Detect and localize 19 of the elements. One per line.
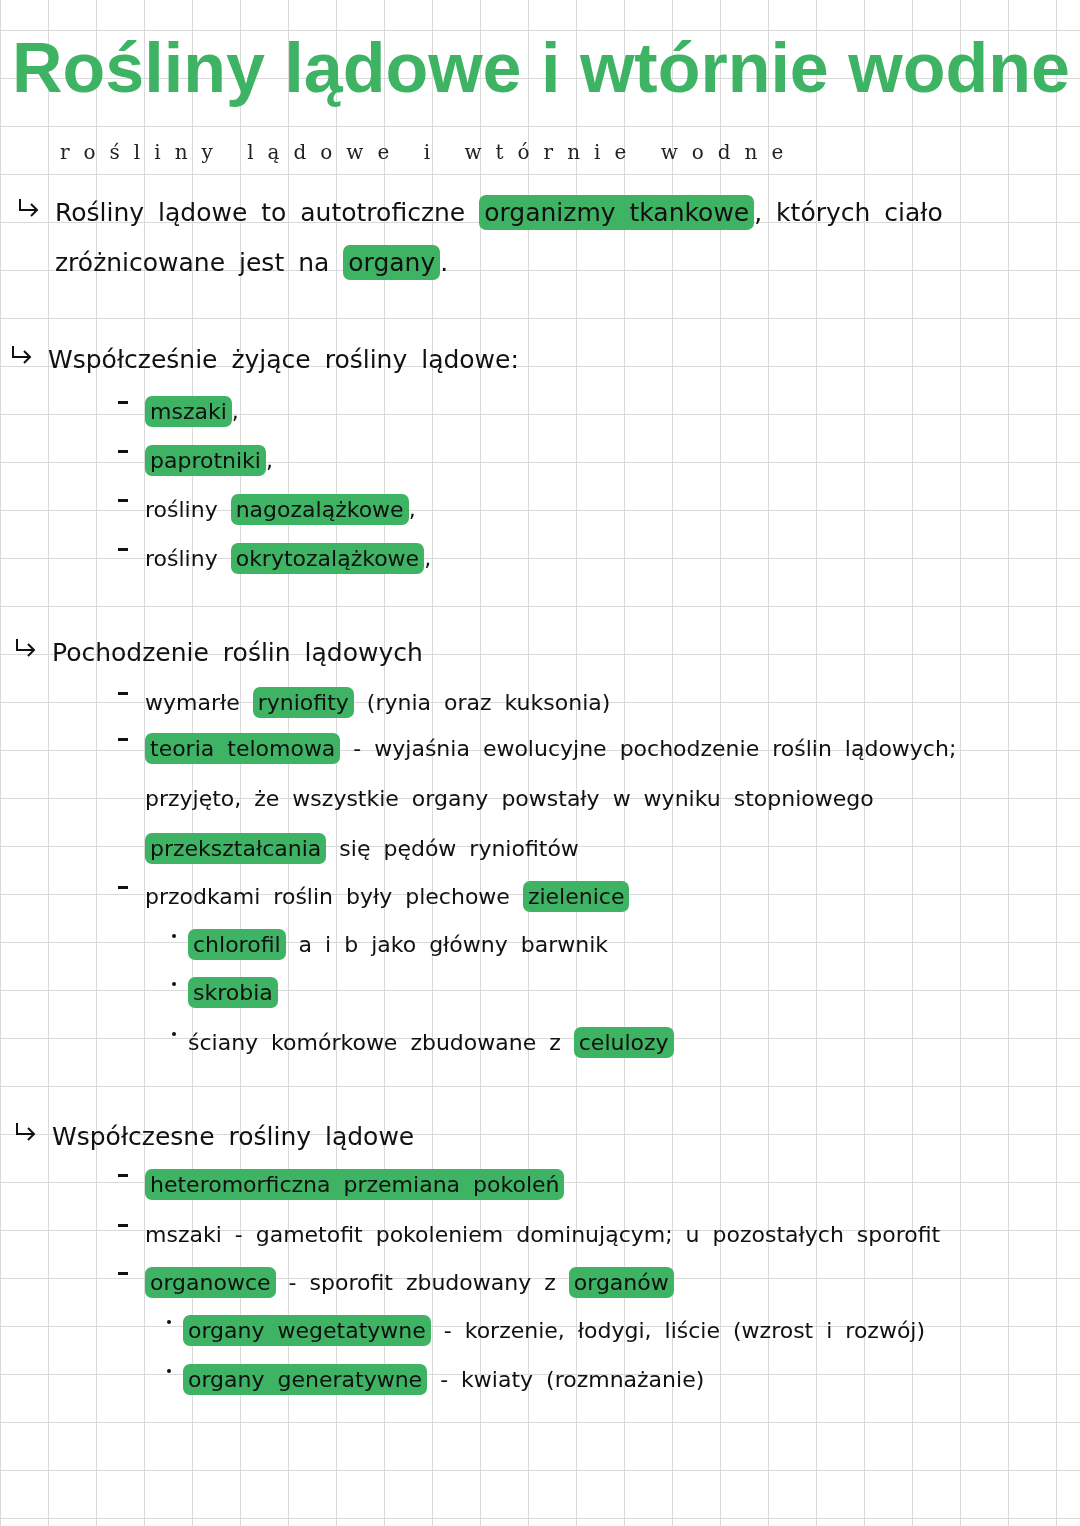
handwritten-title-text: rośliny lądowe i wtórnie wodne [60, 140, 798, 164]
note-text: chlorofil a i b jako główny barwnik [188, 920, 988, 970]
note-text: heteromorficzna przemiana pokoleń [145, 1160, 1045, 1210]
section-heading: Współcześnie żyjące rośliny lądowe: [48, 344, 520, 376]
note-text: organowce - sporofit zbudowany z organów [145, 1258, 1045, 1308]
note-text: organy generatywne - kwiaty (rozmnażanie) [183, 1355, 1063, 1405]
note-text: rośliny nagozalążkowe, [145, 485, 645, 535]
note-text: rośliny okrytozalążkowe, [145, 534, 645, 584]
note-text: organy wegetatywne - korzenie, łodygi, liście (wzrost i rozwój) [183, 1306, 1063, 1356]
note-text: skrobia [188, 968, 988, 1018]
section-heading: Współczesne rośliny lądowe [52, 1121, 416, 1153]
section-heading: Pochodzenie roślin lądowych [52, 637, 424, 669]
note-text: mszaki, [145, 387, 545, 437]
note-text: mszaki - gametofit pokoleniem dominującym; u pozostałych sporofit [145, 1221, 942, 1249]
note-text: paprotniki, [145, 436, 545, 486]
note-text: przodkami roślin były plechowe zielenice [145, 872, 1045, 922]
page-title: Rośliny lądowe i wtórnie wodne [12, 28, 1070, 108]
note-text: ściany komórkowe zbudowane z celulozy [188, 1018, 988, 1068]
section-heading: Rośliny lądowe to autotroficzne organizmy tkankowe, których ciało zróżnicowane jest na organy. [55, 188, 1065, 288]
